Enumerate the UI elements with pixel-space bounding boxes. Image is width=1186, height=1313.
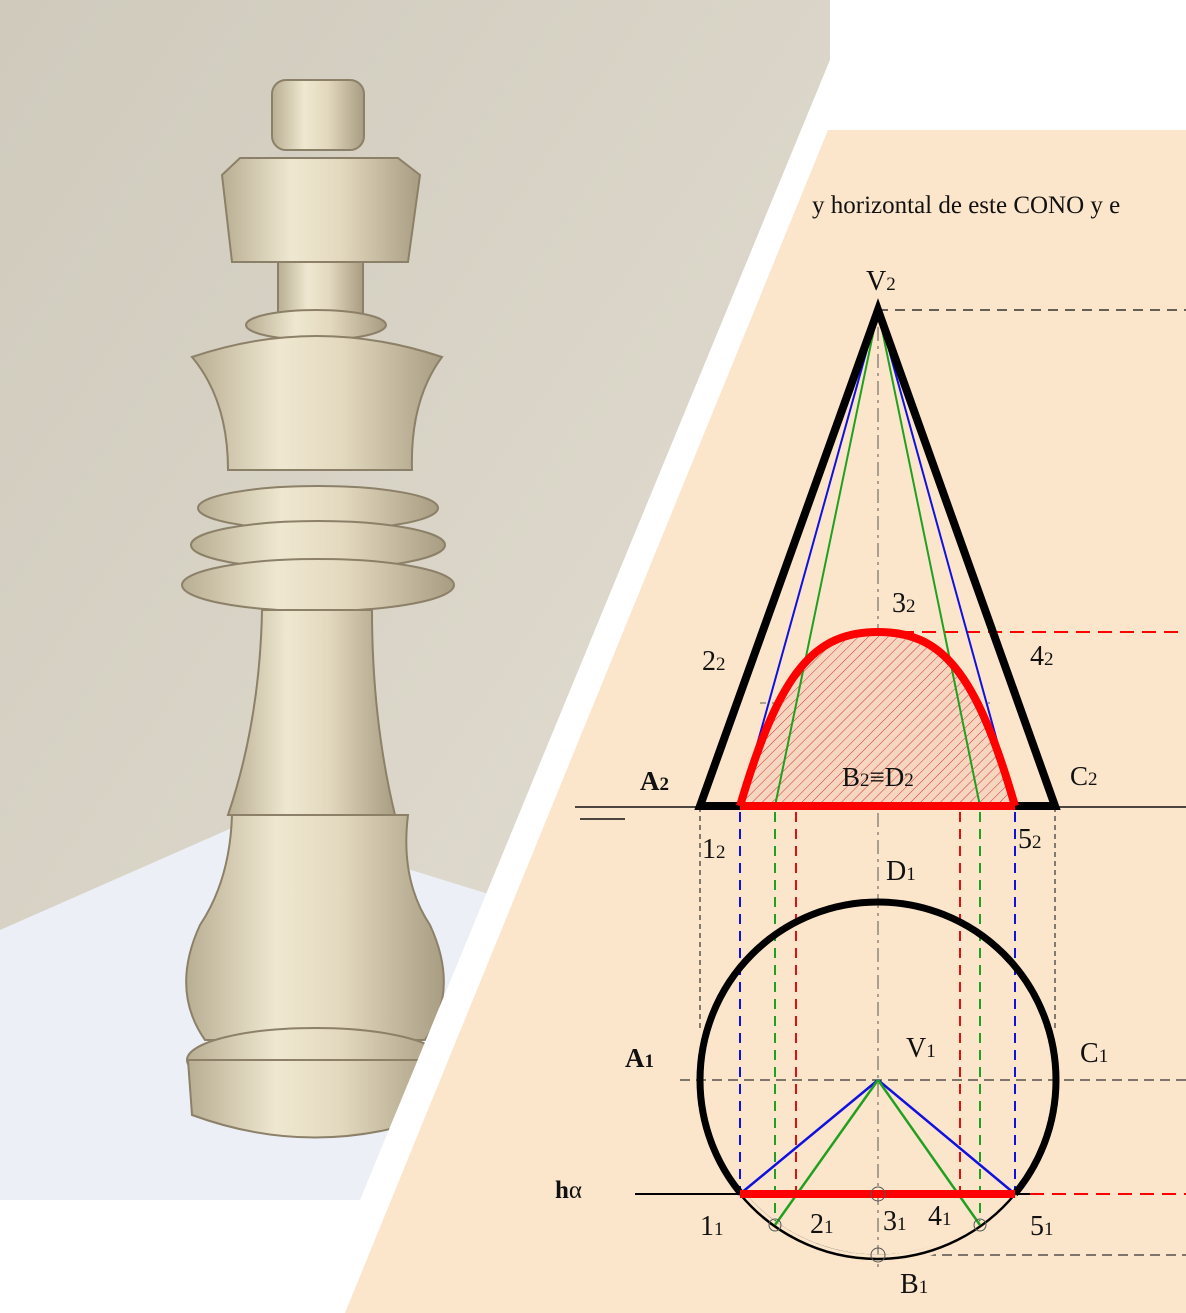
label-D1: D1: [886, 856, 916, 887]
point-marks: [768, 1186, 987, 1263]
section-curve: [736, 627, 1019, 808]
label-4-2: 42: [1030, 641, 1054, 672]
label-5-1: 51: [1030, 1211, 1054, 1242]
label-1-1: 11: [700, 1211, 724, 1242]
elevation-generatrices: [739, 309, 1016, 807]
label-V2: V2: [866, 266, 896, 297]
label-4-1: 41: [928, 1201, 952, 1232]
cone-base-circle-lower: [739, 1193, 1016, 1261]
label-B1: B1: [900, 1269, 928, 1300]
label-2-2: 22: [702, 646, 726, 677]
plan-generatrices: [739, 1079, 1016, 1226]
label-B2-D2: B2≡D2: [842, 762, 914, 792]
label-C2: C2: [1070, 761, 1098, 791]
label-5-2: 52: [1018, 824, 1042, 855]
label-h-alpha: hα: [555, 1177, 582, 1204]
label-2-1: 21: [810, 1209, 834, 1240]
label-1-2: 12: [702, 834, 726, 865]
label-V1: V1: [906, 1033, 936, 1064]
projection-lines: [739, 812, 1016, 1225]
label-A2: A2: [640, 766, 669, 796]
label-C1: C1: [1080, 1038, 1108, 1069]
label-3-2: 32: [892, 588, 916, 619]
header-text: y horizontal de este CONO y e: [812, 192, 1120, 219]
label-3-1: 31: [883, 1206, 907, 1237]
labels: V2 A2 C2 22 32 42 B2≡D2 12 52 D1 A1 V1 C…: [555, 266, 1108, 1300]
label-A1: A1: [625, 1043, 654, 1073]
